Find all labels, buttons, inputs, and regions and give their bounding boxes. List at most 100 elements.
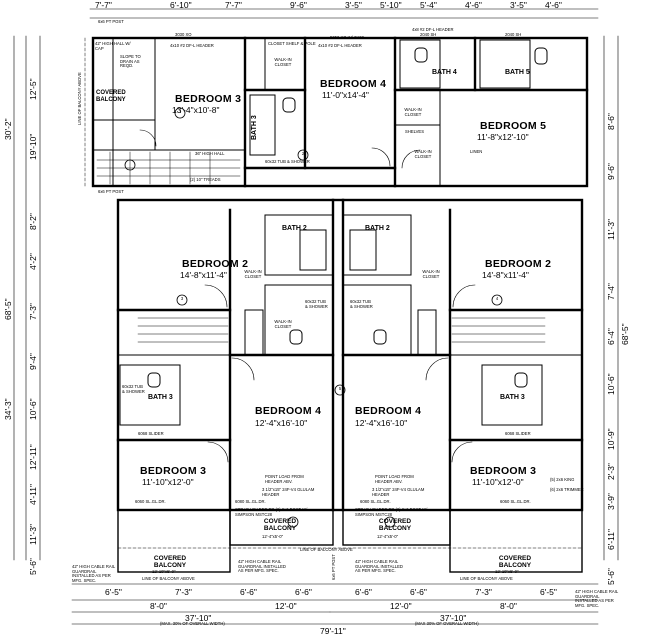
note-rail-right: 42" HIGH CABLE RAIL GUARDRAIL INSTALLED …	[575, 589, 618, 608]
room-balcony-mid-left-size: 12'-4"x5'-0"	[262, 534, 284, 539]
note-door-bal-right: 6060 SL.GL.DR.	[500, 499, 531, 504]
dim-bottom2-4: 8'-0"	[500, 601, 517, 611]
note-door-left: 6068 SLIDER	[138, 431, 164, 436]
note-point-load-left: POINT LOAD FROM HEADER ABV.	[265, 474, 304, 484]
bath5-label: BATH 5	[505, 69, 530, 76]
note-window-a: 3030 XO	[175, 32, 192, 37]
note-glulam-left: 3 1/2"x15" 24F-V4 GLULAM HEADER	[262, 487, 315, 497]
note-rail-mid-left: 42" HIGH CABLE RAIL GUARDRAIL INSTALLED …	[238, 559, 286, 574]
dim-right-5: 6'-4"	[606, 328, 616, 345]
note-window-b: 5050 XO W/ 2X2S	[330, 35, 365, 40]
note-tub-b3: 60x32 TUB & SHOWER	[122, 384, 145, 394]
room-bedroom5-size: 11'-8"x12'-10"	[477, 132, 529, 142]
room-bedroom4-top: BEDROOM 4	[320, 78, 387, 90]
note-trimmer: (6) 2x6 TRIMMER	[550, 487, 584, 492]
note-door-mid-left: 6080 SL.GL.DR.	[235, 499, 266, 504]
dimension-lines	[13, 8, 619, 625]
dim-bottom4: 37'-10"	[440, 613, 467, 623]
note-balcony-above: LINE OF BALCONY ABOVE	[77, 72, 82, 125]
note-header-b: 4x10 #2 DF-L HEADER	[318, 43, 362, 48]
note-hall-rail: 36" HIGH HALL	[195, 151, 225, 156]
door-swings	[139, 129, 476, 463]
note-rail-top: 42" HIGH HALL W/ CAP	[95, 41, 131, 51]
note-window-c: 2040 SH	[420, 32, 437, 37]
note-balcony-line-left: LINE OF BALCONY ABOVE	[142, 576, 195, 581]
section-marks	[124, 107, 503, 528]
plan-linework	[13, 8, 619, 625]
dim-bottom4-note: (MAX 30% OF OVERALL WIDTH)	[415, 621, 479, 626]
closet-walkin-e: WALK-IN CLOSET	[422, 269, 440, 279]
closet-walkin-f: WALK-IN CLOSET	[274, 319, 292, 329]
main-thin	[117, 214, 583, 426]
note-door-bal-left: 6060 SL.GL.DR.	[135, 499, 166, 504]
room-balcony-top: COVERED BALCONY	[96, 90, 126, 103]
dim-top-2: 6'-10"	[170, 0, 192, 10]
dim-left-5: 7'-3"	[28, 303, 38, 320]
note-glulam-right: 3 1/2"x15" 24F-V4 GLULAM HEADER	[372, 487, 425, 497]
dim-bottom3: 37'-10"	[185, 613, 212, 623]
note-post-top: 6x6 PT POST	[98, 19, 124, 24]
dim-left-9: 4'-11"	[28, 483, 38, 505]
dim-right-1: 8'-6"	[606, 113, 616, 130]
linen-label: LINEN	[470, 149, 483, 154]
dim-top-7: 5'-4"	[420, 0, 437, 10]
dim-bottom1-7: 7'-3"	[475, 587, 492, 597]
note-rail-left: 42" HIGH CABLE RAIL GUARDRAIL INSTALLED …	[72, 564, 115, 583]
room-bedroom2-right-size: 14'-8"x11'-4"	[482, 270, 529, 280]
stair-treads-main	[137, 317, 546, 343]
dim-bottom2-2: 12'-0"	[275, 601, 297, 611]
dim-top-8: 4'-6"	[465, 0, 482, 10]
closet-walkin-b: WALK-IN CLOSET	[404, 107, 422, 117]
dim-left-2: 19'-10"	[28, 133, 38, 160]
dim-bottom1-1: 6'-5"	[105, 587, 122, 597]
note-door-right: 6068 SLIDER	[505, 431, 531, 436]
room-bedroom2-right: BEDROOM 2	[485, 258, 552, 270]
section-mark-4: 4	[495, 296, 499, 301]
dim-top-10: 4'-6"	[545, 0, 562, 10]
note-header-c: 4x8 #2 DF-L HEADER	[412, 27, 454, 32]
dim-top-6: 5'-10"	[380, 0, 402, 10]
dim-bottom1-4: 6'-6"	[295, 587, 312, 597]
note-header-a: 4x10 #2 DF-L HEADER	[170, 43, 214, 48]
room-bedroom3-top: BEDROOM 3	[175, 93, 242, 105]
note-window-d: 2040 SH	[505, 32, 522, 37]
note-door-mid-right: 6080 SL.GL.DR.	[360, 499, 391, 504]
dim-left-outer-3: 34'-3"	[3, 398, 13, 420]
dim-top-1: 7'-7"	[95, 0, 112, 10]
room-bedroom3-right: BEDROOM 3	[470, 465, 537, 477]
dim-bottom1-3: 6'-6"	[240, 587, 257, 597]
room-balcony-right: COVERED BALCONY	[498, 555, 532, 569]
dim-top-4: 9'-6"	[290, 0, 307, 10]
note-tub-right: 60x32 TUB & SHOWER	[350, 299, 373, 309]
section-mark-5: 5	[338, 386, 342, 391]
note-balcony-line-mid: LINE OF BALCONY ABOVE	[300, 547, 353, 552]
dim-bottom2-3: 12'-0"	[390, 601, 412, 611]
dim-left-11: 5'-6"	[28, 558, 38, 575]
stair-treads-top	[96, 151, 241, 185]
balcony-above-lines	[84, 37, 583, 549]
section-mark-3: 3	[180, 296, 184, 301]
closet-walkin-d: WALK-IN CLOSET	[244, 269, 262, 279]
room-bedroom4-right: BEDROOM 4	[355, 405, 422, 417]
upper-walls	[91, 36, 589, 188]
closet-walkin-a: WALK-IN CLOSET	[274, 57, 292, 67]
note-point-load-right: POINT LOAD FROM HEADER ABV.	[375, 474, 414, 484]
dim-top-9: 3'-5"	[510, 0, 527, 10]
note-slope-drain: SLOPE TO DRAIN AS REQD.	[120, 54, 141, 69]
closet-walkin-c: WALK-IN CLOSET	[414, 149, 432, 159]
note-tub-top: 60x32 TUB & SHOWER	[265, 159, 310, 164]
dim-left-1: 12'-5"	[28, 78, 38, 100]
room-balcony-right-size: 12'-10"x5'-0"	[495, 569, 519, 574]
dim-bottom1-5: 6'-6"	[355, 587, 372, 597]
balcony-outlines	[92, 37, 583, 573]
dim-left-3: 8'-2"	[28, 213, 38, 230]
upper-thin	[92, 37, 548, 187]
closet-shelf-pole: CLOSET SHELF & POLE	[268, 41, 316, 46]
dim-right-11: 5'-6"	[606, 568, 616, 585]
dim-left-6: 9'-4"	[28, 353, 38, 370]
dim-right-9: 3'-9"	[606, 493, 616, 510]
room-bedroom2-left-size: 14'-8"x11'-4"	[180, 270, 227, 280]
note-treads: (2) 10" TREADS	[190, 177, 221, 182]
dim-right-10: 6'-11"	[606, 528, 616, 550]
